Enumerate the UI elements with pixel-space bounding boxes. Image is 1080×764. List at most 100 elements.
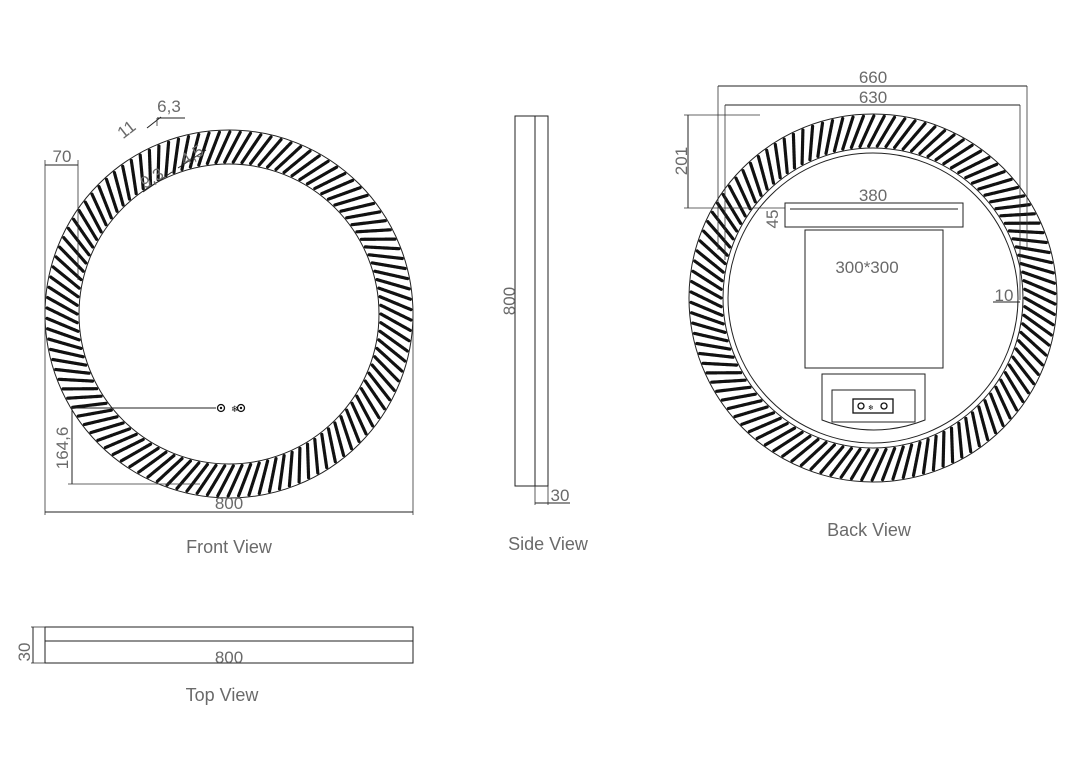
- frame-rib: [934, 138, 965, 162]
- frame-rib: [782, 137, 789, 175]
- back-outer-label: 660: [859, 68, 887, 87]
- top-view-title: Top View: [186, 685, 260, 705]
- frame-rib: [964, 416, 973, 454]
- side-view-title: Side View: [508, 534, 589, 554]
- top-depth-label: 30: [15, 643, 34, 662]
- frame-rib: [46, 296, 79, 316]
- frame-rib: [1023, 287, 1057, 306]
- frame-rib: [205, 130, 221, 166]
- frame-rib: [964, 162, 999, 180]
- frame-rib: [287, 450, 294, 488]
- frame-rib: [257, 138, 283, 167]
- frame-rib: [62, 236, 88, 265]
- back-mounting-plate: [804, 229, 944, 369]
- frame-rib: [1017, 339, 1044, 367]
- front-view: ❄ 800 70 164,6 11 6,3 9,3 4,5 Front View: [44, 97, 414, 557]
- frame-rib: [867, 114, 886, 148]
- frame-rib: [891, 445, 905, 481]
- rib-a-leader: [142, 171, 173, 193]
- frame-rib: [689, 311, 725, 326]
- frame-rib: [689, 290, 723, 309]
- back-hanging-bracket: [784, 202, 964, 228]
- frame-rib: [49, 275, 80, 299]
- frame-rib: [860, 448, 879, 482]
- frame-rib: [175, 461, 201, 490]
- frame-rib: [45, 306, 79, 325]
- frame-rib: [1011, 355, 1036, 386]
- frame-rib: [1017, 253, 1054, 265]
- frame-rib: [824, 118, 835, 155]
- frame-rib: [983, 399, 998, 435]
- frame-rib: [1023, 296, 1056, 316]
- frame-rib: [949, 426, 955, 464]
- frame-rib: [377, 338, 407, 363]
- sensor-height-label: 164,6: [53, 427, 72, 470]
- frame-rib: [83, 200, 103, 234]
- back-inner-edge: [722, 147, 1024, 449]
- frame-rib: [195, 463, 218, 495]
- back-bracket-width-label: 380: [859, 186, 887, 205]
- frame-rib: [970, 170, 1006, 185]
- frame-rib: [727, 184, 747, 218]
- frame-rib: [249, 135, 273, 166]
- frame-rib: [165, 459, 192, 487]
- frame-rib: [702, 229, 729, 257]
- frame-rib: [870, 447, 888, 482]
- top-view: 30 800 Top View: [15, 626, 414, 705]
- frame-rib: [989, 392, 1005, 427]
- frame-rib: [841, 115, 855, 151]
- top-width-label: 800: [215, 648, 243, 667]
- frame-rib: [96, 427, 132, 442]
- frame-rib: [156, 144, 161, 182]
- back-plate-label: 300*300: [835, 258, 898, 277]
- frame-rib: [892, 119, 917, 150]
- frame-rib: [710, 378, 747, 384]
- frame-rib: [378, 329, 409, 353]
- frame-rib: [375, 278, 411, 291]
- frame-rib: [54, 367, 91, 375]
- front-inner-edge: [78, 163, 380, 465]
- frame-rib: [999, 212, 1036, 218]
- frame-rib: [734, 176, 752, 211]
- frame-rib: [999, 378, 1019, 412]
- frame-rib: [931, 434, 938, 472]
- frame-rib: [1021, 322, 1051, 347]
- frame-rib: [266, 141, 293, 169]
- frame-rib: [373, 269, 410, 281]
- frame-rib: [320, 178, 355, 196]
- frame-rib: [313, 437, 320, 475]
- frame-rib: [373, 355, 400, 383]
- frame-rib: [71, 401, 108, 409]
- frame-rib: [957, 421, 964, 459]
- frame-rib: [97, 185, 113, 220]
- frame-rib: [367, 253, 404, 261]
- frame-rib: [47, 337, 83, 350]
- front-view-title: Front View: [186, 537, 273, 557]
- frame-rib: [89, 421, 125, 435]
- back-control-box: [821, 373, 926, 431]
- frame-rib: [698, 239, 727, 266]
- frame-rib: [48, 347, 85, 359]
- back-inner-edge-2: [727, 152, 1019, 444]
- frame-rib: [957, 156, 991, 175]
- frame-rib: [989, 194, 1026, 204]
- frame-rib: [799, 441, 828, 467]
- back-control-box-inner: [831, 389, 916, 423]
- frame-rib: [277, 454, 286, 491]
- frame-rib: [765, 148, 776, 185]
- frame-rib: [849, 114, 866, 150]
- frame-rib: [359, 387, 381, 419]
- frame-rib: [326, 427, 337, 464]
- frame-rib: [71, 217, 95, 249]
- back-switch-panel: [852, 398, 894, 414]
- frame-rib: [355, 228, 392, 234]
- frame-rib: [1014, 245, 1051, 255]
- frame-rib: [274, 145, 303, 171]
- frame-rib: [375, 346, 404, 373]
- frame-rib: [47, 285, 79, 307]
- frame-rib: [379, 321, 411, 343]
- back-edge-label: 10: [995, 286, 1014, 305]
- frame-rib: [710, 210, 735, 241]
- back-bracket-height-label: 45: [763, 210, 782, 229]
- frame-rib: [214, 130, 232, 165]
